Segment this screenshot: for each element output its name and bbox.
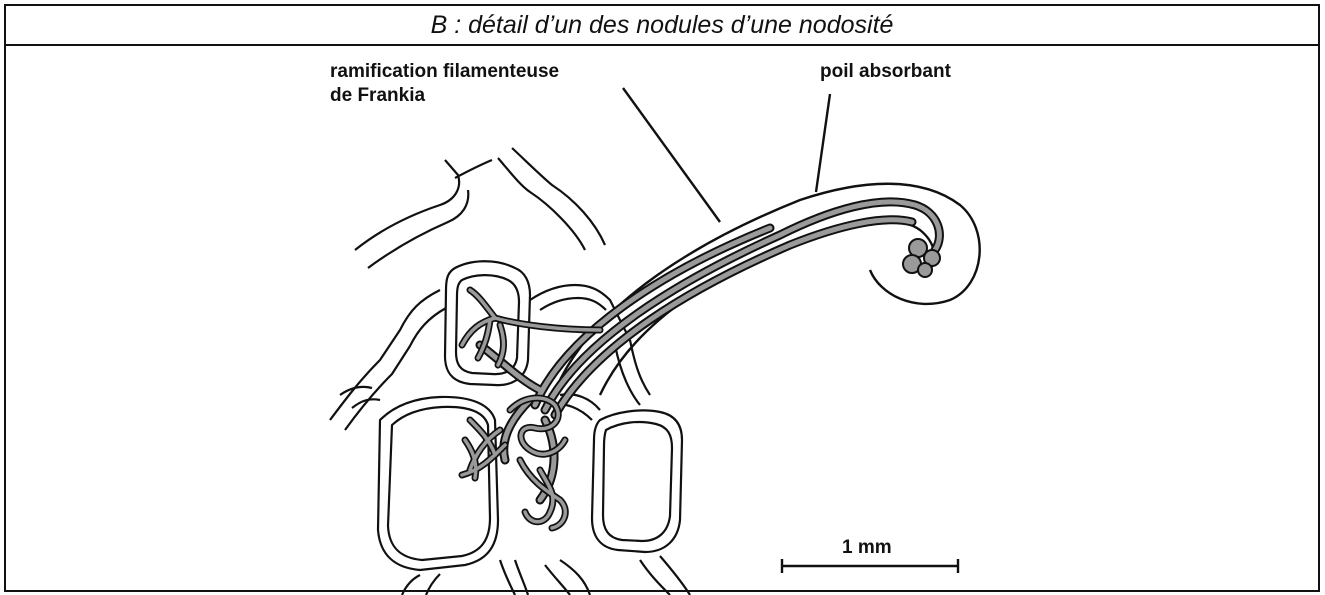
frankia-filaments — [462, 202, 940, 528]
root-hair — [560, 184, 980, 395]
cell-wall-upper-left — [355, 160, 492, 250]
label-pointers — [623, 88, 830, 222]
cell-wall-lower — [545, 560, 590, 595]
scale-label: 1 mm — [842, 536, 892, 560]
root-hair-label: poil absorbant — [820, 60, 951, 84]
cell-wall-outer-left — [330, 290, 440, 420]
frankia-label-line1: ramification filamenteuse — [330, 60, 559, 84]
cell-wall-top — [498, 158, 585, 250]
frankia-label: ramification filamenteuse de Frankia — [330, 60, 559, 108]
root-hair-pointer — [816, 94, 830, 192]
scale-bar — [782, 559, 958, 573]
frankia-pointer — [623, 88, 720, 222]
root-hair-outer-wall — [560, 184, 980, 380]
cell-wall-right-of-hair — [615, 340, 650, 405]
frankia-label-line2: de Frankia — [330, 84, 559, 108]
